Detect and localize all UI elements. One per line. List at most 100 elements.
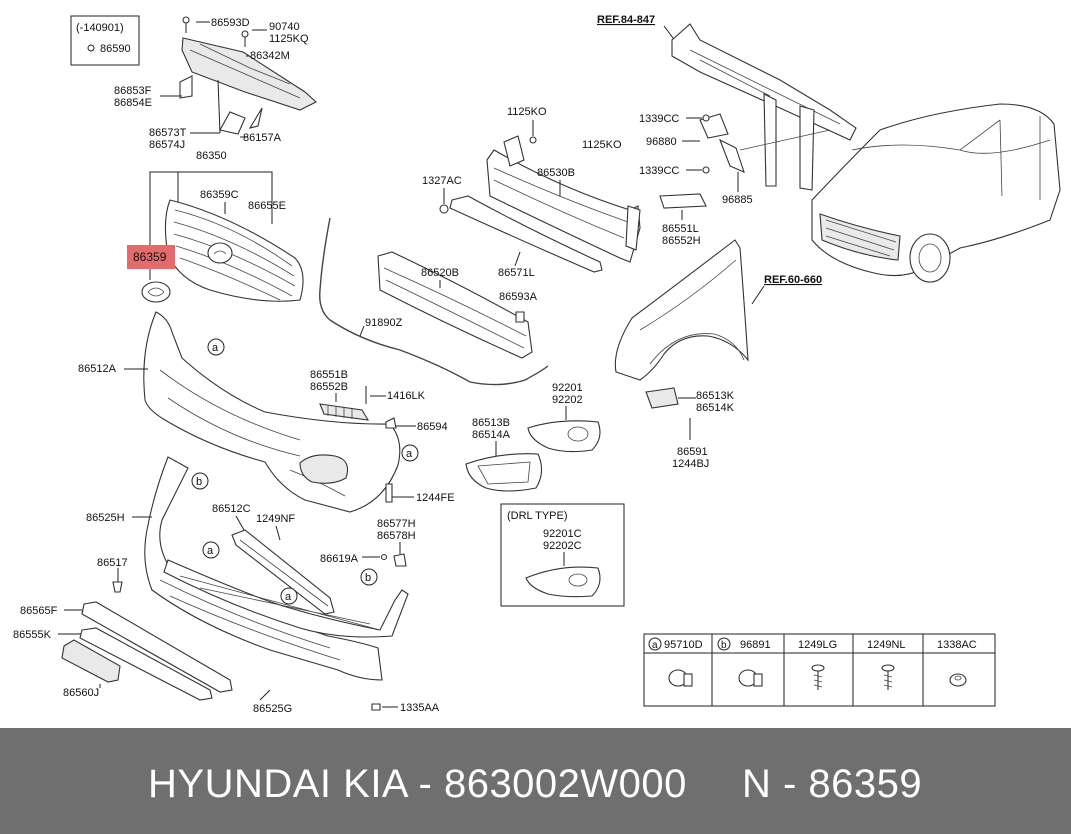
bolt-1327AC xyxy=(439,204,449,214)
callout-86655E: 86655E xyxy=(248,200,286,212)
ref-circle-a-1 xyxy=(207,338,225,356)
callout-96880: 96880 xyxy=(646,136,677,148)
callout-1327AC: 1327AC xyxy=(422,175,462,187)
callout-1339CC-b: 1339CC xyxy=(639,165,679,177)
bumper-cover-86512A xyxy=(143,311,401,513)
emblem-86359-part xyxy=(141,281,171,303)
absorber-86560J xyxy=(61,639,121,683)
legend-circle-a xyxy=(648,637,662,651)
callout-1249NF: 1249NF xyxy=(256,513,295,525)
callout-86359-highlight: 86359 xyxy=(133,250,167,264)
callout-1125KQ: 1125KQ xyxy=(269,33,309,45)
bumper-beam-86530B xyxy=(486,135,641,263)
callout-86512C: 86512C xyxy=(212,503,251,515)
callout-96885: 96885 xyxy=(722,194,753,206)
legend-1338AC: 1338AC xyxy=(937,639,977,651)
callout-86513B: 86513B xyxy=(472,417,510,429)
callout-86593A: 86593A xyxy=(499,291,538,303)
clip-86593A xyxy=(515,311,525,323)
side-repeater-86513K xyxy=(645,387,679,409)
callout-1339CC-a: 1339CC xyxy=(639,113,679,125)
ref-circle-b-2 xyxy=(360,568,378,586)
ref-circle-b-1 xyxy=(191,472,209,490)
ref-84-847: REF.84-847 xyxy=(597,14,655,26)
callout-86853F: 86853F xyxy=(114,85,152,97)
bolt-1125KO xyxy=(529,136,537,144)
sensor-95710D-icon xyxy=(668,669,693,687)
callout-86520B: 86520B xyxy=(421,267,459,279)
legend-96891: 96891 xyxy=(740,639,771,651)
callout-86157A: 86157A xyxy=(243,132,282,144)
callout-91890Z: 91890Z xyxy=(365,317,403,329)
footer-brand-oem: HYUNDAI KIA - 863002W000 xyxy=(148,762,687,806)
screw-1244FE xyxy=(385,483,393,503)
callout-1335AA: 1335AA xyxy=(400,702,440,714)
callout-86525H: 86525H xyxy=(86,512,125,524)
callout-86555K: 86555K xyxy=(13,629,52,641)
bolt-1339CC-b xyxy=(702,166,710,174)
nut-1338AC-icon xyxy=(949,673,967,687)
ref-circle-a-2-label: a xyxy=(207,545,214,557)
callout-86560J: 86560J xyxy=(63,687,99,699)
legend-95710D: 95710D xyxy=(664,639,703,651)
fog-lamp-92201 xyxy=(527,420,601,453)
ref-circle-a-2 xyxy=(202,541,220,559)
ref-circle-b-2-label: b xyxy=(365,572,371,584)
callout-86552H: 86552H xyxy=(662,235,701,247)
bolt-1339CC-a xyxy=(702,114,710,122)
clip-86594 xyxy=(385,417,397,429)
callout-86578H: 86578H xyxy=(377,530,416,542)
bracket-86551L xyxy=(659,193,707,209)
callout-86574J: 86574J xyxy=(149,139,185,151)
callout-86513K: 86513K xyxy=(696,390,735,402)
clip-1335AA xyxy=(371,703,381,711)
skid-plate-86512C xyxy=(231,529,335,615)
callout-86530B: 86530B xyxy=(537,167,575,179)
footer-part-ref: N - 86359 xyxy=(742,762,923,806)
revision-label: (-140901) xyxy=(76,22,124,34)
callout-90740: 90740 xyxy=(269,21,300,33)
callout-1125KO-b: 1125KO xyxy=(582,139,622,151)
drl-part-92201C: 92201C xyxy=(543,528,582,540)
legend-circle-a-label: a xyxy=(652,640,658,651)
callout-86593D: 86593D xyxy=(211,17,250,29)
drl-part-92202C: 92202C xyxy=(543,540,582,552)
callout-92202: 92202 xyxy=(552,394,583,406)
front-end-carrier xyxy=(671,23,857,191)
wiring-harness-91890Z xyxy=(319,217,549,386)
legend-1249NL: 1249NL xyxy=(867,639,906,651)
callout-86342M: 86342M xyxy=(250,50,290,62)
callout-86573T: 86573T xyxy=(149,127,187,139)
ref-circle-a-3-label: a xyxy=(285,591,292,603)
fastener-legend-table xyxy=(643,633,996,707)
drl-lamp xyxy=(525,566,601,598)
screw-1249NL-icon xyxy=(881,664,895,690)
vehicle-illustration xyxy=(811,103,1061,283)
bracket-86565F-86555K xyxy=(79,601,233,701)
callout-92201: 92201 xyxy=(552,382,583,394)
callout-1244FE: 1244FE xyxy=(416,492,455,504)
callout-86517: 86517 xyxy=(97,557,128,569)
fog-lamp-cover-86513B xyxy=(465,453,543,492)
ref-circle-a-3 xyxy=(280,587,298,605)
upper-cover-86342M xyxy=(179,16,317,135)
legend-circle-b-label: b xyxy=(721,640,727,651)
callout-86854E: 86854E xyxy=(114,97,152,109)
highlight-86359 xyxy=(127,245,175,269)
callout-86619A: 86619A xyxy=(320,553,359,565)
callout-1244BJ: 1244BJ xyxy=(672,458,709,470)
legend-circle-b xyxy=(717,637,731,651)
radiator-grille-86350 xyxy=(164,199,304,302)
callout-86552B: 86552B xyxy=(310,381,348,393)
clip-86619A xyxy=(380,553,388,561)
callout-1125KO-a: 1125KO xyxy=(507,106,547,118)
ref-circle-a-4-label: a xyxy=(406,448,413,460)
parts-diagram: (-140901) 86590 86593D 90740 1125KQ 8634… xyxy=(13,14,1061,715)
callout-86514A: 86514A xyxy=(472,429,511,441)
callout-86359C: 86359C xyxy=(200,189,239,201)
clip-86517 xyxy=(112,581,123,593)
callout-86591: 86591 xyxy=(677,446,708,458)
callout-86551L: 86551L xyxy=(662,223,699,235)
callout-86565F: 86565F xyxy=(20,605,58,617)
